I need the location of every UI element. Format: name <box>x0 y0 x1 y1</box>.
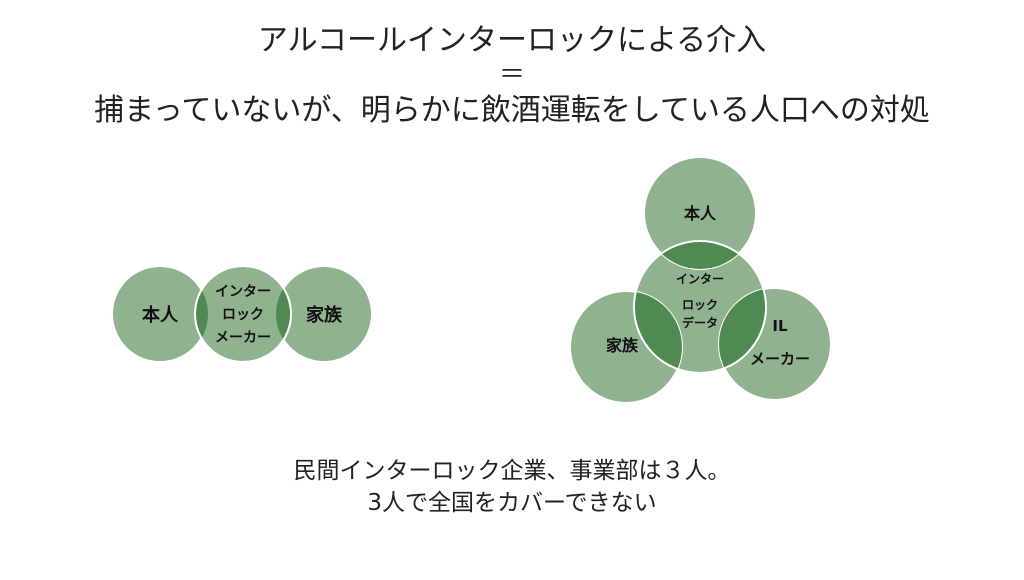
venn-two-way: 本人 家族 インター ロック メーカー <box>111 265 373 363</box>
title-line-1: アルコールインターロックによる介入 <box>257 23 767 58</box>
title-equals: ＝ <box>498 60 525 90</box>
label-center-line-2: ロック <box>222 307 264 323</box>
caption-line-2: 3人で全国をカバーできない <box>367 490 657 516</box>
title-line-3: 捕まっていないが、明らかに飲酒運転をしている人口への対処 <box>94 93 930 128</box>
label-data-line-2: ロック <box>682 298 718 312</box>
label-family: 家族 <box>306 304 343 326</box>
label-family-right: 家族 <box>606 336 639 355</box>
label-self: 本人 <box>142 304 179 326</box>
label-il: IL <box>772 317 788 335</box>
overlap-maker-data <box>719 288 766 373</box>
overlap-family-data <box>634 291 682 373</box>
venn-three-way: 本人 インター ロック データ 家族 IL メーカー <box>569 156 832 404</box>
caption-line-1: 民間インターロック企業、事業部は３人。 <box>293 458 731 484</box>
label-data-line-3: データ <box>682 315 718 330</box>
circle-outline-center <box>194 265 292 363</box>
label-center-line-3: メーカー <box>215 330 271 346</box>
label-center-line-1: インター <box>215 284 271 300</box>
label-self-right: 本人 <box>684 204 717 223</box>
label-il-maker: メーカー <box>750 350 810 368</box>
circle-outline-data <box>633 240 767 374</box>
label-data-line-1: インター <box>676 272 724 286</box>
